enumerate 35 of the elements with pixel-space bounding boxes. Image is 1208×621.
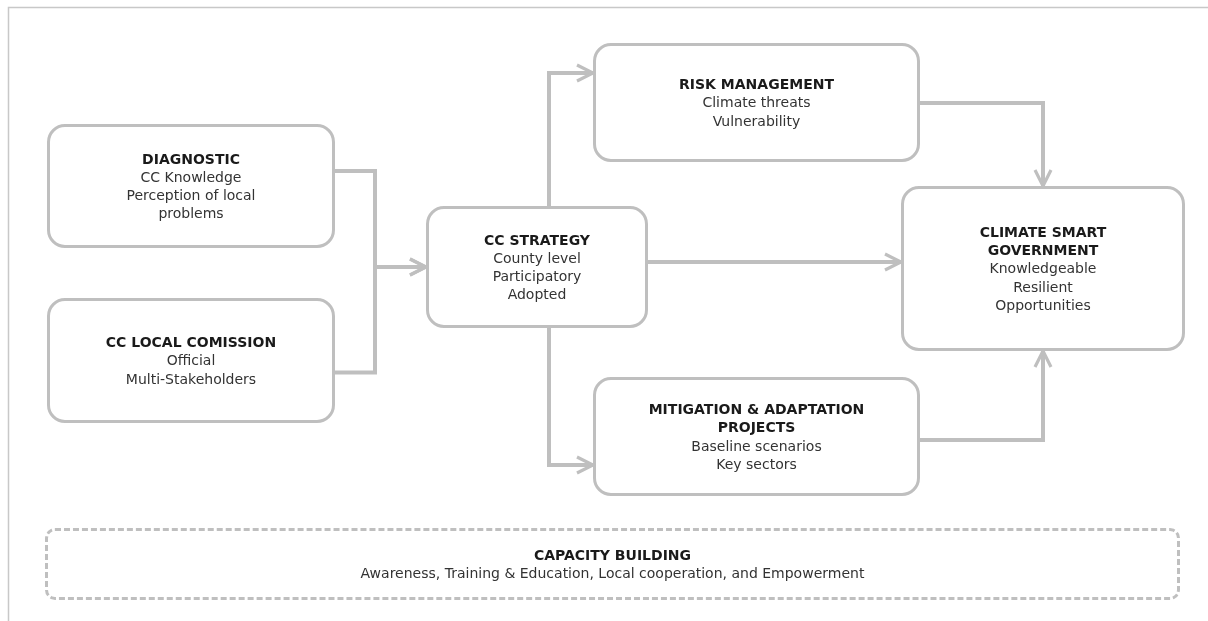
arrow: [648, 252, 903, 272]
box-text: Knowledgeable: [989, 259, 1097, 278]
box-text: Vulnerability: [712, 111, 801, 130]
box-text: Baseline scenarios: [691, 436, 822, 455]
process-box: [47, 124, 335, 248]
box-text: Perception of local problems: [125, 186, 257, 223]
box-text: Awareness, Training & Education, Local cooperation, and Empowerment: [360, 564, 865, 583]
arrow: [547, 328, 595, 475]
arrow: [920, 101, 1053, 188]
process-box: [593, 43, 920, 162]
process-box: [47, 298, 335, 423]
box-heading: RISK MANAGEMENT: [679, 75, 834, 94]
process-box: [593, 377, 920, 496]
box-text: Opportunities: [995, 295, 1091, 314]
box-text: County level: [493, 248, 581, 267]
arrow: [920, 349, 1053, 442]
arrow: [335, 257, 428, 375]
box-text: Official: [166, 351, 216, 370]
dashed-box: [45, 528, 1180, 600]
process-box: [426, 206, 648, 328]
box-heading: CC STRATEGY: [484, 230, 590, 249]
box-heading: CLIMATE SMART GOVERNMENT: [978, 223, 1108, 260]
arrow: [547, 63, 595, 206]
box-heading: MITIGATION & ADAPTATION PROJECTS: [647, 400, 866, 437]
box-heading: DIAGNOSTIC: [142, 149, 240, 168]
box-text: CC Knowledge: [140, 167, 242, 186]
box-text: Participatory: [492, 267, 582, 286]
box-text: Multi-Stakeholders: [125, 369, 257, 388]
box-text: Climate threats: [702, 93, 811, 112]
process-box: [901, 186, 1185, 351]
box-text: Resilient: [1013, 277, 1073, 296]
box-text: Adopted: [507, 285, 567, 304]
box-heading: CAPACITY BUILDING: [533, 545, 692, 564]
box-heading: CC LOCAL COMISSION: [105, 333, 277, 352]
box-text: Key sectors: [716, 454, 797, 473]
